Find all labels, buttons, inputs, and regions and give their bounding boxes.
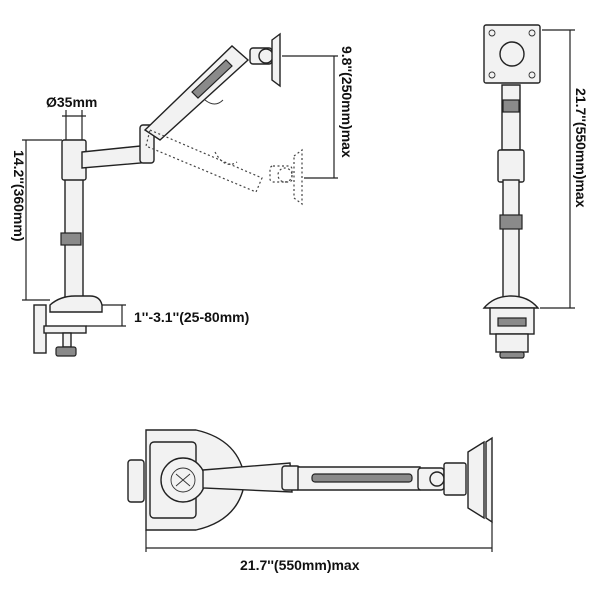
total-reach-dimension-lines — [145, 522, 493, 552]
side-clamp-knob — [55, 346, 77, 357]
top-base-arm — [202, 462, 293, 493]
top-arm-slot — [311, 473, 413, 483]
front-vesa-hole — [528, 29, 536, 37]
front-pole-clip — [499, 214, 523, 230]
side-upper-arm-cable — [204, 99, 224, 105]
top-tilt-head — [443, 462, 467, 496]
side-clamp-screw — [62, 332, 72, 348]
side-clamp-jaw — [43, 325, 87, 334]
top-tilt-knob — [429, 471, 445, 487]
total-reach-label: 21.7''(550mm)max — [240, 557, 360, 573]
front-vesa-hole — [528, 71, 536, 79]
front-pole — [502, 179, 520, 301]
diameter-dimension-lines — [62, 110, 86, 140]
top-pole-hub-mark — [175, 473, 191, 487]
front-clamp-plate — [497, 317, 527, 327]
arm-range-dimension-lines — [282, 55, 338, 179]
front-vesa-hub — [499, 41, 525, 67]
side-lower-vesa-plate — [293, 148, 303, 206]
top-vesa-edge — [485, 436, 493, 524]
front-clamp-base — [482, 295, 540, 309]
front-vesa-hole — [488, 71, 496, 79]
top-pole-hub-inner — [170, 467, 196, 493]
total-height-dimension-lines — [540, 29, 575, 309]
desk-thickness-label: 1''-3.1''(25-80mm) — [134, 309, 249, 325]
front-arm-stack — [501, 84, 521, 151]
total-height-label: 21.7''(550mm)max — [573, 88, 589, 208]
front-pole-collar — [497, 149, 525, 183]
diameter-label: Ø35mm — [46, 94, 97, 110]
top-clamp-screw — [127, 459, 145, 503]
front-view: 21.7''(550mm)max — [482, 24, 589, 359]
front-arm-joint — [502, 99, 520, 113]
side-lower-tilt-knob — [277, 167, 293, 183]
front-clamp-lower — [495, 333, 529, 353]
side-upper-tilt-knob — [258, 48, 274, 64]
desk-thickness-dimension-lines — [86, 304, 126, 327]
front-clamp-knob — [499, 351, 525, 359]
front-vesa-hole — [488, 29, 496, 37]
side-lower-arm — [145, 129, 263, 193]
pole-height-dimension-lines — [22, 139, 62, 301]
pole-height-label: 14.2''(360mm) — [11, 150, 27, 242]
arm-range-label: 9.8''(250mm)max — [339, 46, 355, 158]
side-upper-vesa-plate — [271, 32, 281, 88]
top-view: 21.7''(550mm)max — [127, 429, 493, 573]
side-pole-clip — [60, 232, 82, 246]
side-clamp-base — [49, 295, 103, 313]
side-view: Ø35mm 14.2''(360mm) 1''-3.1''(25-80mm) 9… — [11, 32, 355, 357]
top-vesa-plate — [467, 440, 485, 520]
side-upper-arm-slot — [191, 59, 233, 99]
